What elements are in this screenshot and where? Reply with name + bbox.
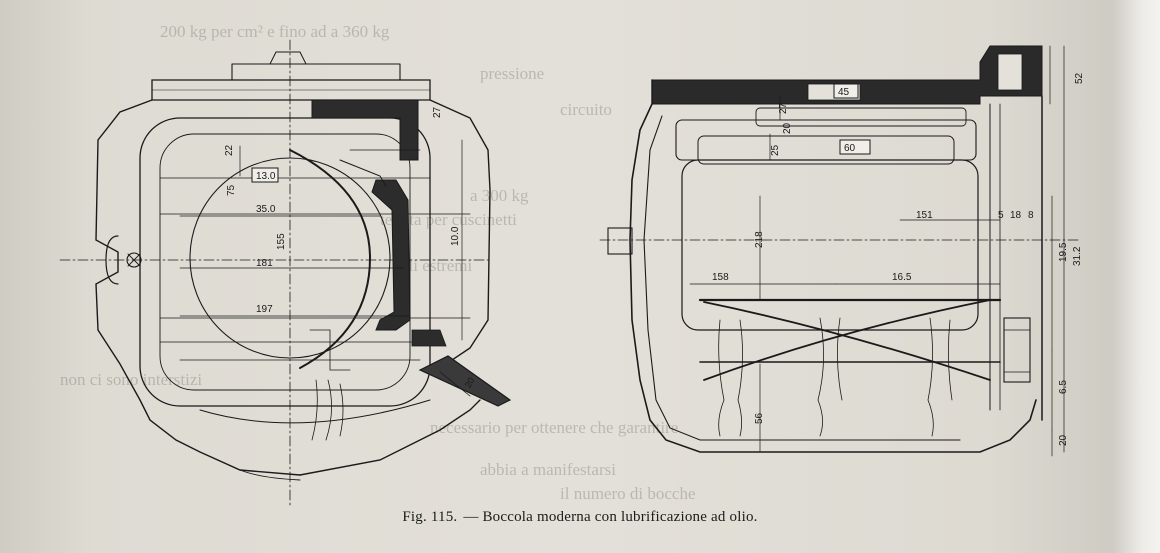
dim-label: 52 — [1074, 72, 1085, 84]
dim-label: 19.5 — [1058, 242, 1069, 262]
dim-label: 20 — [463, 376, 477, 390]
dim-label: 25 — [770, 144, 781, 156]
figure-caption-text: — Boccola moderna con lubrificazione ad … — [463, 509, 758, 525]
dim-label: 197 — [256, 304, 273, 315]
dim-box — [251, 167, 279, 183]
dim-box — [833, 83, 859, 99]
dim-label: 13.0 — [256, 171, 276, 182]
dim-label: 8 — [1028, 210, 1034, 221]
dim-label: 75 — [226, 184, 237, 196]
figure-caption: Fig. 115. — Boccola moderna con lubrific… — [0, 509, 1160, 526]
figure-number: Fig. 115. — [402, 509, 458, 525]
dim-label: 20 — [782, 122, 793, 134]
dim-label: 56 — [754, 412, 765, 424]
dim-label: 18 — [1010, 210, 1022, 221]
bg-text-line: a 300 kg — [470, 186, 529, 205]
dim-label: 10.0 — [450, 226, 461, 246]
bg-text-line: circuito — [560, 100, 612, 119]
dim-label: 158 — [712, 272, 729, 283]
bg-text-line: il numero di bocche — [560, 484, 696, 503]
dim-label: 6.5 — [1058, 380, 1069, 394]
dim-label: 155 — [276, 233, 287, 250]
page-edge-shadow — [1112, 0, 1160, 553]
bg-text-line: tenuta per cuscinetti — [380, 210, 517, 229]
bg-text-line: 200 kg per cm² e fino ad a 360 kg — [160, 22, 390, 41]
left-view-drawing — [59, 39, 512, 506]
dim-label: 151 — [916, 210, 933, 221]
bg-text-line: gli estremi — [400, 256, 473, 275]
dim-label: 31.2 — [1072, 246, 1083, 266]
dim-label: 35.0 — [256, 204, 276, 215]
dim-label: 16.5 — [892, 272, 912, 283]
right-view-drawing — [599, 45, 1081, 457]
dim-label: 27 — [778, 102, 789, 114]
dim-label: 20 — [1058, 434, 1069, 446]
dim-label: 181 — [256, 258, 273, 269]
bg-text-line: necessario per ottenere che garantire — [430, 418, 679, 437]
dim-label: 27 — [432, 106, 443, 118]
bg-text-line: abbia a manifestarsi — [480, 460, 616, 479]
dim-label: 218 — [754, 231, 765, 248]
dim-label: 22 — [224, 144, 235, 156]
dim-label: 60 — [844, 143, 856, 154]
bg-text-line: non ci sono interstizi — [60, 370, 203, 389]
left-view-dimensions: 22 13.0 75 35.0 155 181 197 10.0 27 20 — [224, 106, 476, 389]
bg-text-line: pressione — [480, 64, 545, 83]
dim-label: 5 — [998, 210, 1004, 221]
right-view-dimensions: 45 27 20 60 25 151 5 18 8 52 218 158 16.… — [712, 72, 1085, 446]
dim-label: 45 — [838, 87, 850, 98]
